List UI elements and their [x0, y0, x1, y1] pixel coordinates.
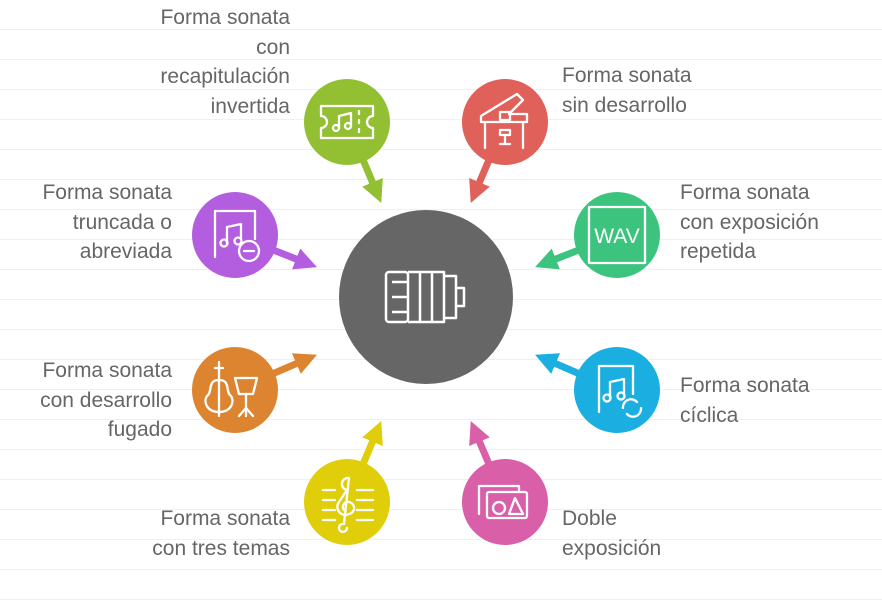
- label-recapitulacion-invertida: Forma sonata con recapitulación invertid…: [160, 6, 290, 118]
- label-ciclica: Forma sonata cíclica: [680, 374, 810, 427]
- label-doble-exposicion: Doble exposición: [562, 507, 662, 560]
- node-circle: [574, 192, 660, 278]
- accordion-icon: [384, 270, 466, 324]
- music-remove-icon: [213, 209, 261, 263]
- wav-file-icon: WAV: [587, 205, 647, 265]
- center-hub: [339, 210, 513, 384]
- label-exposicion-repetida: Forma sonata con exposición repetida: [680, 181, 819, 263]
- music-repeat-icon: [597, 364, 643, 418]
- node-circle: [574, 347, 660, 433]
- label-desarrollo-fugado: Forma sonata con desarrollo fugado: [40, 359, 172, 441]
- label-tres-temas: Forma sonata con tres temas: [152, 507, 290, 560]
- treble-clef-icon: [321, 476, 375, 533]
- node-circle: [192, 192, 278, 278]
- label-sin-desarrollo: Forma sonata sin desarrollo: [562, 64, 692, 117]
- node-circle: [192, 347, 278, 433]
- cello-stand-icon: [204, 360, 259, 418]
- double-image-icon: [477, 484, 529, 520]
- label-truncada-abreviada: Forma sonata truncada o abreviada: [42, 181, 172, 263]
- music-ticket-icon: [319, 104, 375, 140]
- wav-text: WAV: [594, 225, 640, 248]
- node-circle: [462, 459, 548, 545]
- piano-icon: [479, 92, 529, 150]
